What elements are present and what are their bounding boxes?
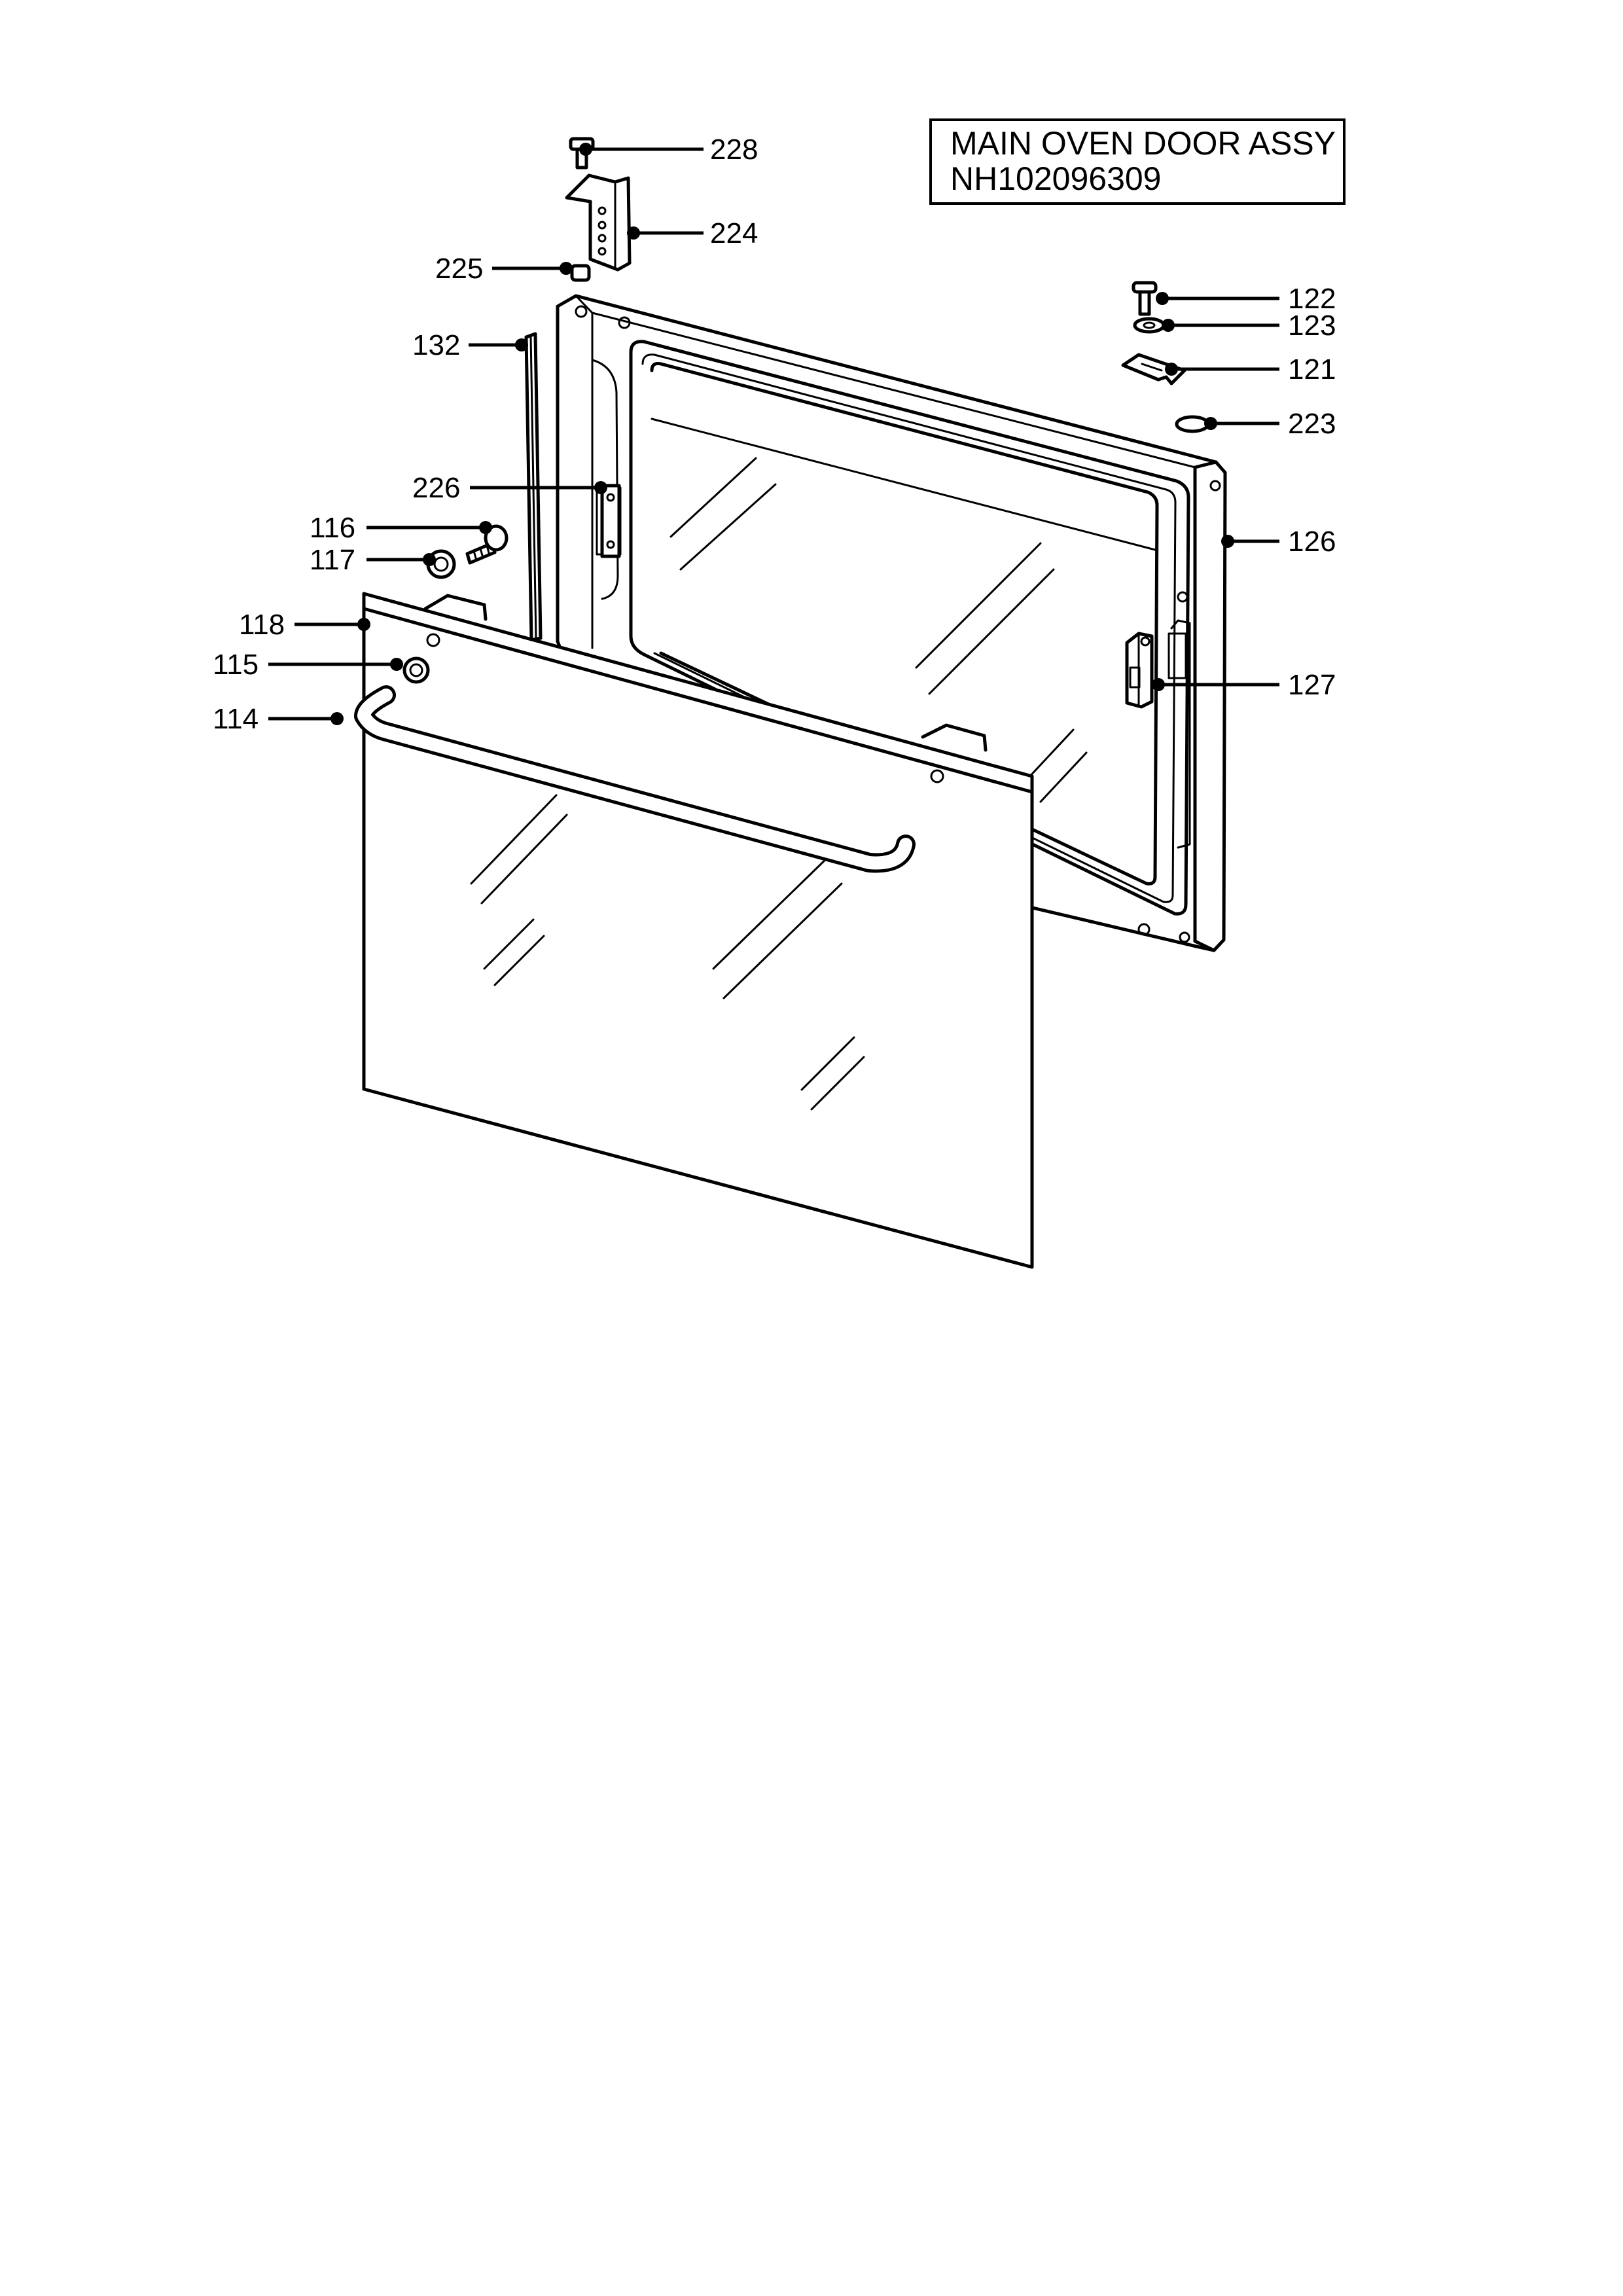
callout-226: 226 — [412, 472, 607, 504]
callout-label-223: 223 — [1288, 408, 1336, 440]
callout-123: 123 — [1162, 310, 1336, 342]
callout-228: 228 — [579, 134, 758, 166]
screw-122 — [1132, 281, 1158, 316]
callout-224: 224 — [627, 217, 758, 249]
callout-114: 114 — [213, 703, 344, 735]
callout-132: 132 — [412, 329, 528, 361]
callout-label-122: 122 — [1288, 283, 1336, 315]
callout-label-126: 126 — [1288, 526, 1336, 558]
title-box: MAIN OVEN DOOR ASSY NH102096309 — [929, 118, 1346, 205]
hinge-plate-226 — [600, 484, 621, 558]
callout-label-117: 117 — [310, 544, 355, 576]
clip-121 — [1121, 353, 1186, 386]
callout-label-127: 127 — [1288, 669, 1336, 701]
callout-115: 115 — [213, 649, 403, 681]
assembly-part-number: NH102096309 — [950, 160, 1162, 197]
callout-127: 127 — [1152, 669, 1336, 701]
callout-label-116: 116 — [310, 512, 355, 544]
assembly-title: MAIN OVEN DOOR ASSY — [950, 125, 1336, 162]
hinge-bush — [570, 264, 591, 282]
door-catch — [1125, 632, 1154, 709]
callout-label-226: 226 — [412, 472, 460, 504]
callout-126: 126 — [1221, 526, 1336, 558]
callout-label-132: 132 — [412, 329, 460, 361]
callout-label-228: 228 — [710, 134, 758, 166]
callout-label-118: 118 — [239, 609, 285, 641]
callout-label-114: 114 — [213, 703, 259, 735]
callout-117: 117 — [310, 544, 436, 576]
callout-116: 116 — [310, 512, 492, 544]
handle-screw — [465, 524, 508, 565]
callout-122: 122 — [1156, 283, 1336, 315]
callout-label-225: 225 — [435, 253, 483, 285]
washer-123 — [1133, 317, 1166, 334]
callout-225: 225 — [435, 253, 573, 285]
callout-label-115: 115 — [213, 649, 259, 681]
handle-washer — [402, 656, 430, 684]
callout-label-224: 224 — [710, 217, 758, 249]
callout-label-121: 121 — [1288, 353, 1336, 386]
callout-223: 223 — [1204, 408, 1336, 440]
callout-label-123: 123 — [1288, 310, 1336, 342]
hinge-bracket — [565, 173, 632, 272]
door-handle — [354, 685, 916, 873]
inner-door-frame — [556, 294, 1227, 952]
callout-121: 121 — [1165, 353, 1336, 386]
callout-118: 118 — [239, 609, 370, 641]
cap-223 — [1175, 415, 1210, 433]
